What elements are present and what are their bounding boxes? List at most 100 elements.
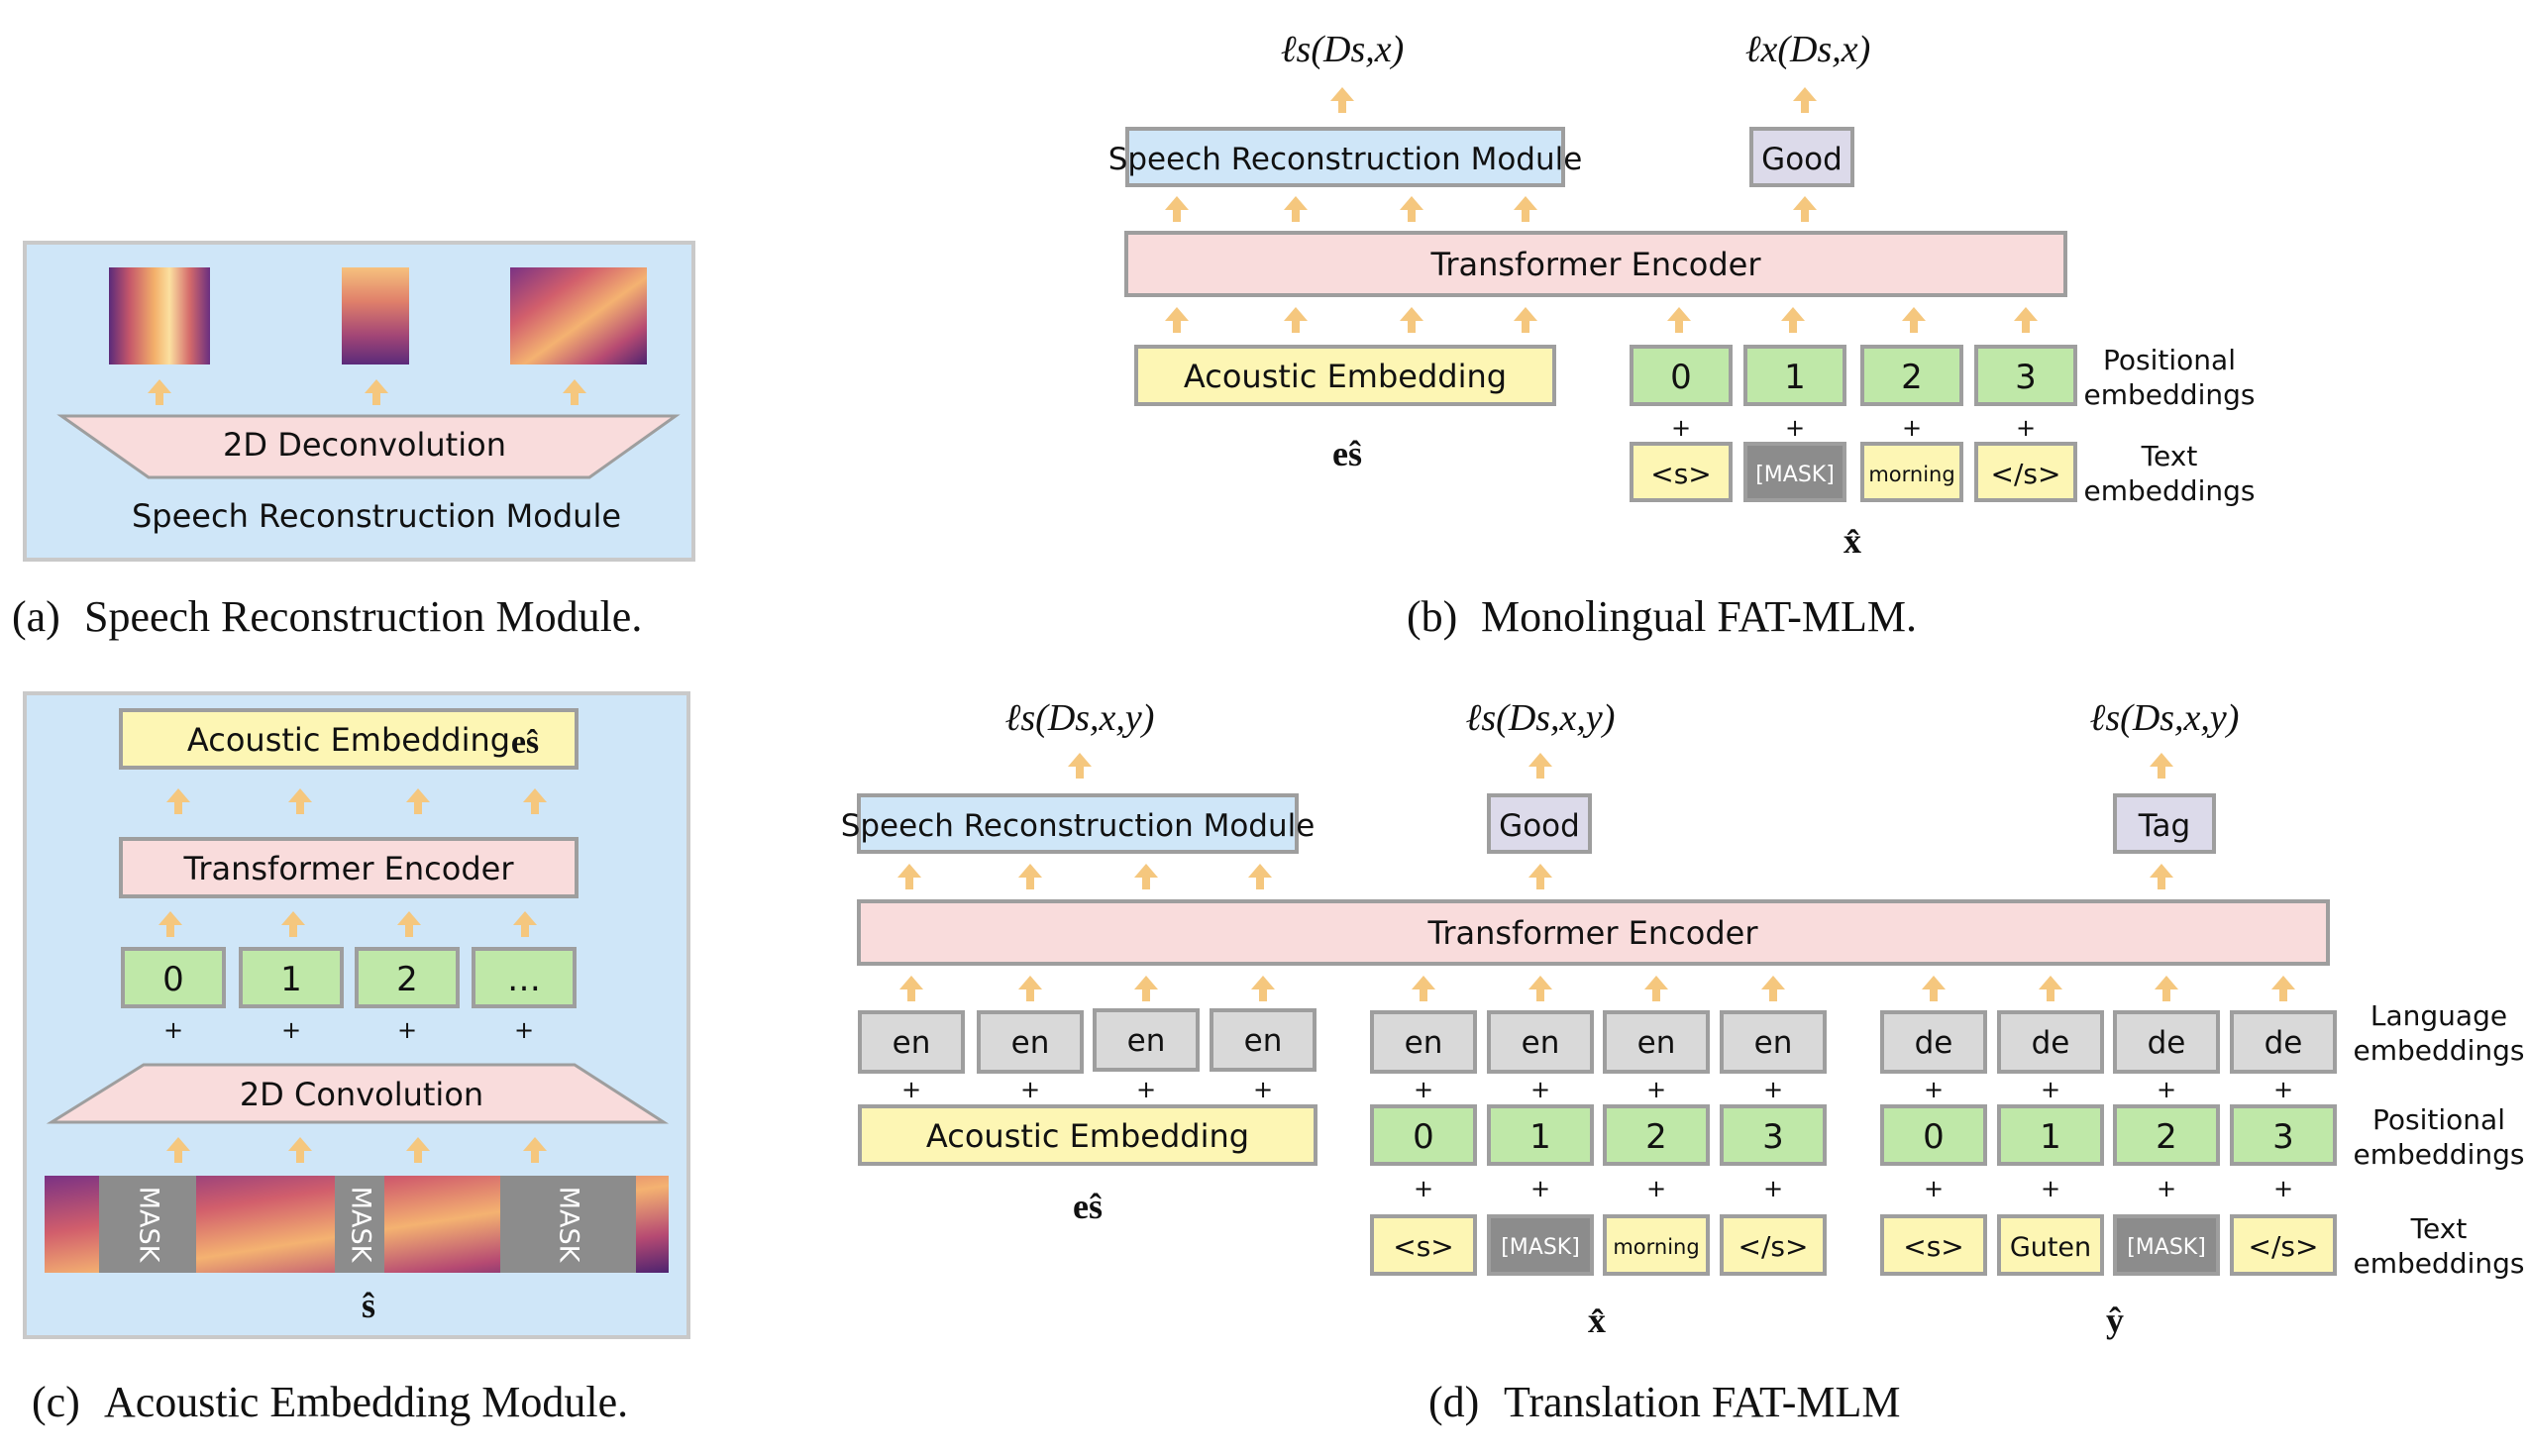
token-label: morning xyxy=(1613,1235,1699,1259)
plus-sign: + xyxy=(1530,1175,1550,1202)
arrow-up-icon xyxy=(1528,976,1552,1001)
arrow-up-icon xyxy=(1412,976,1435,1001)
position-label: 2 xyxy=(2156,1117,2177,1157)
plus-sign: + xyxy=(1020,1076,1040,1103)
language-embeddings-label: Language xyxy=(2370,999,2507,1032)
transformer-encoder-label: Transformer Encoder xyxy=(1426,914,1758,952)
arrow-up-icon xyxy=(513,911,537,937)
caption-c: Acoustic Embedding Module. xyxy=(104,1378,628,1426)
arrow-up-icon xyxy=(899,976,923,1001)
plus-sign: + xyxy=(2016,414,2036,442)
arrow-up-icon xyxy=(288,788,312,814)
plus-sign: + xyxy=(1414,1076,1433,1103)
positional-embeddings-label: Positional xyxy=(2103,344,2236,376)
transformer-encoder-box xyxy=(1124,231,2067,297)
language-label: en xyxy=(1637,1025,1676,1061)
token-label: morning xyxy=(1868,463,1954,486)
plus-sign: + xyxy=(2041,1175,2060,1202)
plus-sign: + xyxy=(281,1016,301,1044)
spectrogram-output-2 xyxy=(342,267,409,364)
plus-sign: + xyxy=(2041,1076,2060,1103)
plus-sign: + xyxy=(514,1016,534,1044)
token-box xyxy=(1997,1214,2104,1276)
token-label: </s> xyxy=(2249,1230,2319,1263)
arrow-up-icon xyxy=(281,911,305,937)
position-label: 3 xyxy=(1762,1117,1784,1157)
caption-d-tag: (d) xyxy=(1428,1378,1479,1426)
plus-sign: + xyxy=(1646,1175,1666,1202)
position-box xyxy=(1860,345,1963,406)
loss-s-label: ℓs(Ds,x) xyxy=(1281,29,1405,70)
acoustic-symbol: eŝ xyxy=(1073,1187,1103,1226)
position-label: 1 xyxy=(1784,358,1806,397)
language-box xyxy=(1720,1010,1827,1074)
arrow-up-icon xyxy=(166,1137,190,1163)
language-box xyxy=(858,1010,965,1074)
position-label: 0 xyxy=(1413,1117,1434,1157)
acoustic-symbol: eŝ xyxy=(511,724,539,761)
language-label: de xyxy=(2032,1025,2070,1061)
transformer-encoder-box xyxy=(857,899,2330,966)
arrow-up-icon xyxy=(1018,976,1042,1001)
spectrogram-output-3 xyxy=(510,267,647,364)
position-box xyxy=(1630,345,1733,406)
text-embeddings-label: embeddings xyxy=(2354,1247,2525,1280)
arrow-up-icon xyxy=(166,788,190,814)
text-symbol: x̂ xyxy=(1843,521,1861,561)
plus-sign: + xyxy=(1924,1076,1944,1103)
token-label: <s> xyxy=(1393,1230,1454,1263)
token-box xyxy=(1603,1214,1710,1276)
language-box xyxy=(977,1010,1084,1074)
language-label: en xyxy=(1011,1025,1050,1061)
plus-sign: + xyxy=(2273,1175,2293,1202)
arrow-up-icon xyxy=(1018,864,1042,889)
panel-d: ℓs(Ds,x,y) ℓs(Ds,x,y) ℓs(Ds,x,y) Speech … xyxy=(841,697,2525,1426)
token-box xyxy=(1880,1214,1987,1276)
token-label: [MASK] xyxy=(2127,1235,2206,1260)
caption-b-tag: (b) xyxy=(1407,592,1457,641)
position-label: … xyxy=(507,960,541,999)
arrow-up-icon xyxy=(1330,87,1354,113)
arrow-up-icon xyxy=(1761,976,1785,1001)
token-label: [MASK] xyxy=(1501,1235,1580,1260)
position-label: 3 xyxy=(2015,358,2037,397)
arrow-up-icon xyxy=(1793,87,1817,113)
position-box xyxy=(1720,1104,1827,1166)
arrow-up-icon xyxy=(1902,307,1926,333)
caption-c-tag: (c) xyxy=(32,1378,80,1426)
language-box xyxy=(1997,1010,2104,1074)
arrow-up-icon xyxy=(1793,196,1817,222)
arrow-up-icon xyxy=(1400,196,1423,222)
caption-d: Translation FAT-MLM xyxy=(1504,1378,1901,1426)
acoustic-embedding-box xyxy=(858,1104,1317,1166)
output-tag-label: Tag xyxy=(2138,808,2190,844)
text-embeddings-label: Text xyxy=(2410,1212,2468,1245)
convolution-label: 2D Convolution xyxy=(240,1076,483,1113)
arrow-up-icon xyxy=(1667,307,1691,333)
position-label: 2 xyxy=(396,960,418,999)
language-label: en xyxy=(1754,1025,1793,1061)
position-label: 1 xyxy=(280,960,302,999)
plus-sign: + xyxy=(2157,1076,2176,1103)
arrow-up-icon xyxy=(2150,753,2173,779)
arrow-up-icon xyxy=(523,788,547,814)
convolution-trapezoid xyxy=(46,1063,670,1124)
arrow-up-icon xyxy=(406,788,430,814)
acoustic-embedding-label: Acoustic Embedding xyxy=(1184,358,1507,395)
loss-x-label: ℓx(Ds,x) xyxy=(1745,29,1871,70)
plus-sign: + xyxy=(2273,1076,2293,1103)
mask-block xyxy=(500,1176,636,1273)
mask-block xyxy=(335,1176,384,1273)
arrow-up-icon xyxy=(1134,864,1158,889)
language-label: en xyxy=(1522,1025,1560,1061)
language-label: de xyxy=(2265,1025,2303,1061)
arrow-up-icon xyxy=(148,379,171,405)
language-label: en xyxy=(1244,1023,1283,1059)
plus-sign: + xyxy=(901,1076,921,1103)
arrow-up-icon xyxy=(1165,196,1189,222)
language-box xyxy=(1880,1010,1987,1074)
arrow-up-icon xyxy=(288,1137,312,1163)
position-box xyxy=(355,947,460,1008)
arrow-up-icon xyxy=(2271,976,2295,1001)
